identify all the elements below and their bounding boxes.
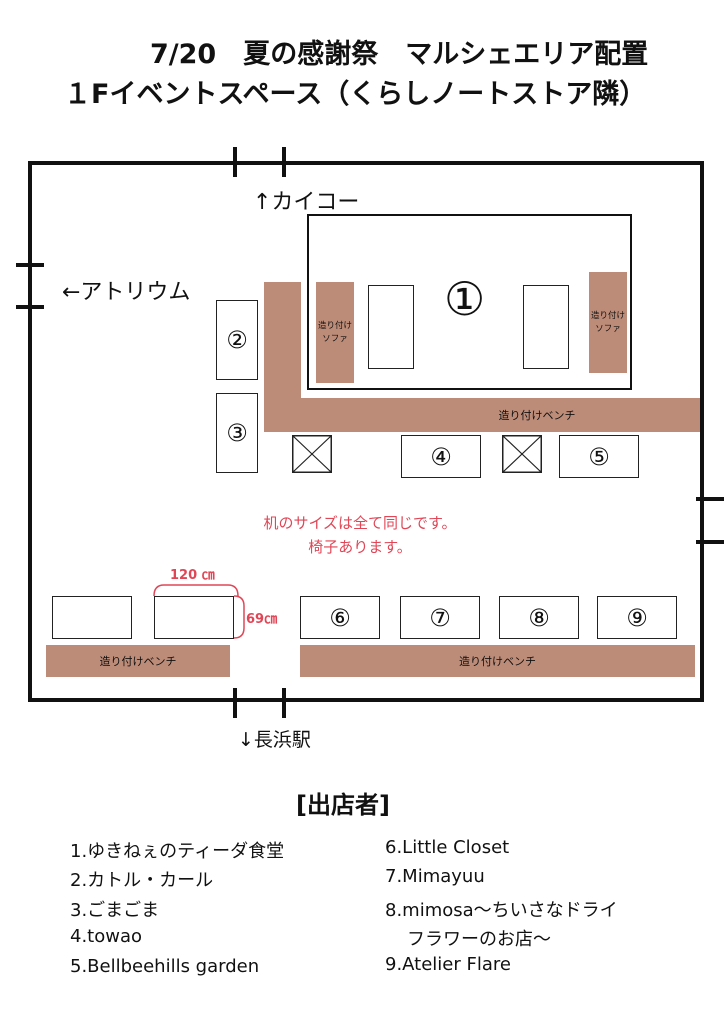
door-tick-top-left: [233, 147, 237, 177]
vendor-item: 8.mimosa～ちいさなドライ: [385, 900, 618, 921]
stall-5: ⑤: [559, 435, 639, 478]
vendor-list-title: [出店者]: [296, 791, 390, 819]
pillar-left: [292, 435, 332, 473]
stall-1-number: ①: [444, 272, 486, 326]
stall-1-table-right: [523, 285, 569, 369]
stall-1-table-left: [368, 285, 414, 369]
spare-table-left: [52, 596, 132, 639]
door-tick-right-lower: [696, 540, 724, 544]
table-note: 机のサイズは全て同じです。 椅子あります。: [263, 514, 457, 556]
built-in-sofa-right: 造り付けソファ: [589, 272, 627, 373]
door-tick-bottom-left: [233, 688, 237, 718]
vendor-item: 6.Little Closet: [385, 837, 510, 858]
stall-7: ⑦: [400, 596, 480, 639]
vendor-item: 4.towao: [70, 926, 143, 947]
stall-4: ④: [401, 435, 481, 478]
door-tick-right-upper: [696, 497, 724, 501]
direction-north-label: ↑カイコー: [253, 190, 360, 215]
vendor-item: 2.カトル・カール: [70, 870, 214, 891]
spare-table-right: [154, 596, 234, 639]
table-width-label: 120 ㎝: [170, 568, 215, 583]
vendor-item: 1.ゆきねぇのティーダ食堂: [70, 841, 285, 862]
door-tick-top-right: [282, 147, 286, 177]
table-depth-label: 69㎝: [246, 612, 278, 627]
built-in-bench-bottom-right: 造り付けベンチ: [300, 645, 695, 677]
door-tick-left-upper: [16, 263, 44, 267]
wall-bottom: [28, 698, 704, 702]
wall-right: [700, 161, 704, 702]
direction-south-label: ↓長浜駅: [238, 729, 311, 751]
built-in-bench-bottom-left: 造り付けベンチ: [46, 645, 230, 677]
door-tick-bottom-right: [282, 688, 286, 718]
stall-8: ⑧: [499, 596, 579, 639]
stall-3: ③: [216, 393, 258, 473]
stall-1-area: [307, 214, 632, 390]
door-tick-left-lower: [16, 305, 44, 309]
direction-west-label: ←アトリウム: [62, 280, 191, 305]
vendor-item: 7.Mimayuu: [385, 866, 485, 887]
vendor-item: フラワーのお店～: [407, 929, 551, 950]
stall-6: ⑥: [300, 596, 380, 639]
stall-9: ⑨: [597, 596, 677, 639]
pillar-right: [502, 435, 542, 473]
depth-bracket: [233, 595, 245, 639]
vendor-item: 3.ごまごま: [70, 900, 160, 921]
page-subtitle: １Fイベントスペース（くらしノートストア隣）: [64, 79, 647, 110]
built-in-bench-upper: 造り付けベンチ: [264, 398, 700, 432]
width-bracket: [153, 584, 239, 597]
vendor-item: 5.Bellbeehills garden: [70, 956, 260, 977]
page-title: 7/20 夏の感謝祭 マルシェエリア配置: [150, 39, 649, 70]
vendor-item: 9.Atelier Flare: [385, 954, 511, 975]
stall-2: ②: [216, 300, 258, 380]
wall-top: [28, 161, 704, 165]
wall-left: [28, 161, 32, 702]
built-in-sofa-left: 造り付けソファ: [316, 282, 354, 383]
